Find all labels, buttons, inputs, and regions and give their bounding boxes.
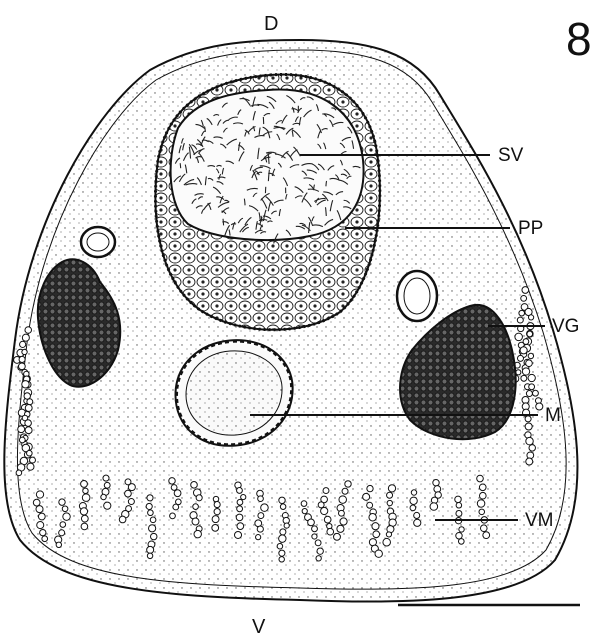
label-vm: VM <box>525 510 554 531</box>
seminal-vesicle <box>171 90 364 244</box>
label-vg: VG <box>552 316 579 337</box>
ventral-label: V <box>252 616 266 637</box>
left-canal <box>81 227 115 257</box>
label-m: M <box>545 405 561 426</box>
label-pp: PP <box>518 218 543 239</box>
right-canal <box>397 271 437 321</box>
panel-number: 8 <box>566 13 592 65</box>
label-sv: SV <box>498 145 524 166</box>
dorsal-label: D <box>264 13 278 35</box>
midgut-ring <box>178 343 290 444</box>
